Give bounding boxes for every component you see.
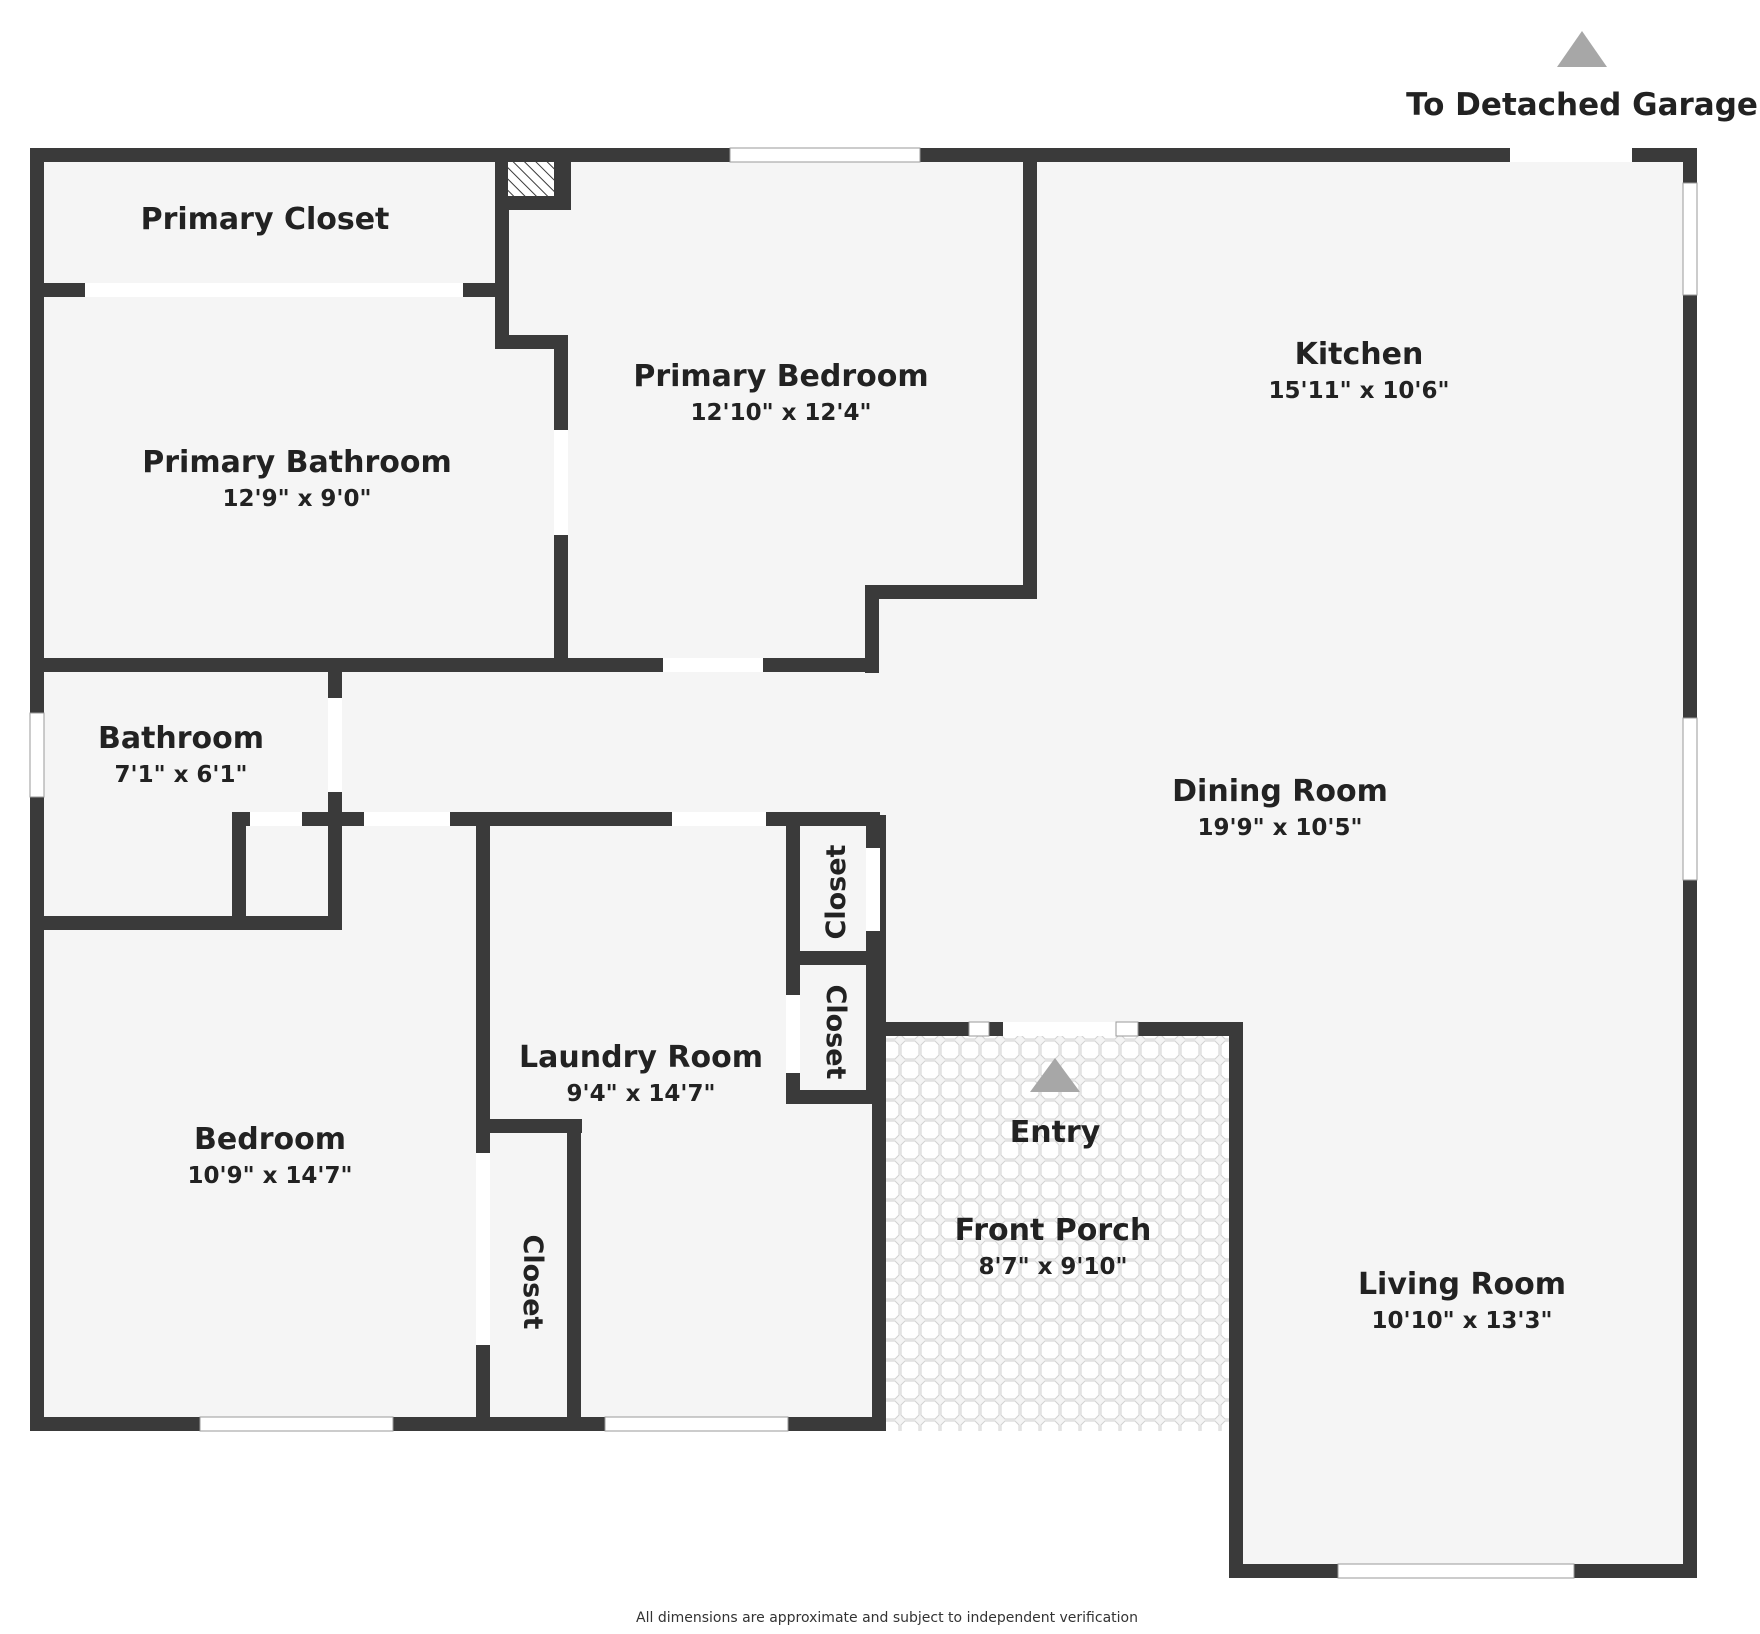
bedroom-name: Bedroom (194, 1122, 346, 1157)
kitchen-name: Kitchen (1295, 337, 1424, 372)
dining-room-name: Dining Room (1172, 774, 1388, 809)
closet-label-upper: Closet (821, 844, 852, 939)
disclaimer-text: All dimensions are approximate and subje… (636, 1610, 1138, 1626)
dining-room-dims: 19'9" x 10'5" (1198, 815, 1363, 841)
bathroom-name: Bathroom (98, 721, 264, 756)
laundry-room-name: Laundry Room (519, 1040, 763, 1075)
openings (29, 147, 1698, 1579)
closet-label-bedroom: Closet (517, 1235, 548, 1330)
laundry-room-dims: 9'4" x 14'7" (567, 1081, 716, 1107)
front-porch-dims: 8'7" x 9'10" (979, 1254, 1128, 1280)
kitchen-dims: 15'11" x 10'6" (1269, 378, 1450, 404)
primary-bedroom-name: Primary Bedroom (633, 359, 928, 394)
primary-bathroom-name: Primary Bathroom (142, 445, 451, 480)
front-porch-floor (880, 1029, 1229, 1431)
closet-label-lower: Closet (820, 985, 851, 1080)
garage-up-arrow-icon (1557, 31, 1607, 67)
bedroom-dims: 10'9" x 14'7" (188, 1163, 353, 1189)
living-room-dims: 10'10" x 13'3" (1372, 1308, 1553, 1334)
floor-area (36, 155, 1689, 1571)
living-room-name: Living Room (1358, 1267, 1566, 1302)
front-porch-name: Front Porch (955, 1213, 1152, 1248)
primary-bedroom-dims: 12'10" x 12'4" (691, 400, 872, 426)
entry-label: Entry (1010, 1115, 1101, 1150)
entry-up-arrow-icon (1030, 1058, 1080, 1092)
garage-label: To Detached Garage (1406, 87, 1758, 123)
bathroom-dims: 7'1" x 6'1" (115, 762, 248, 788)
primary-closet-name: Primary Closet (141, 202, 390, 237)
primary-bathroom-dims: 12'9" x 9'0" (223, 486, 372, 512)
chimney-hatch (508, 162, 554, 196)
